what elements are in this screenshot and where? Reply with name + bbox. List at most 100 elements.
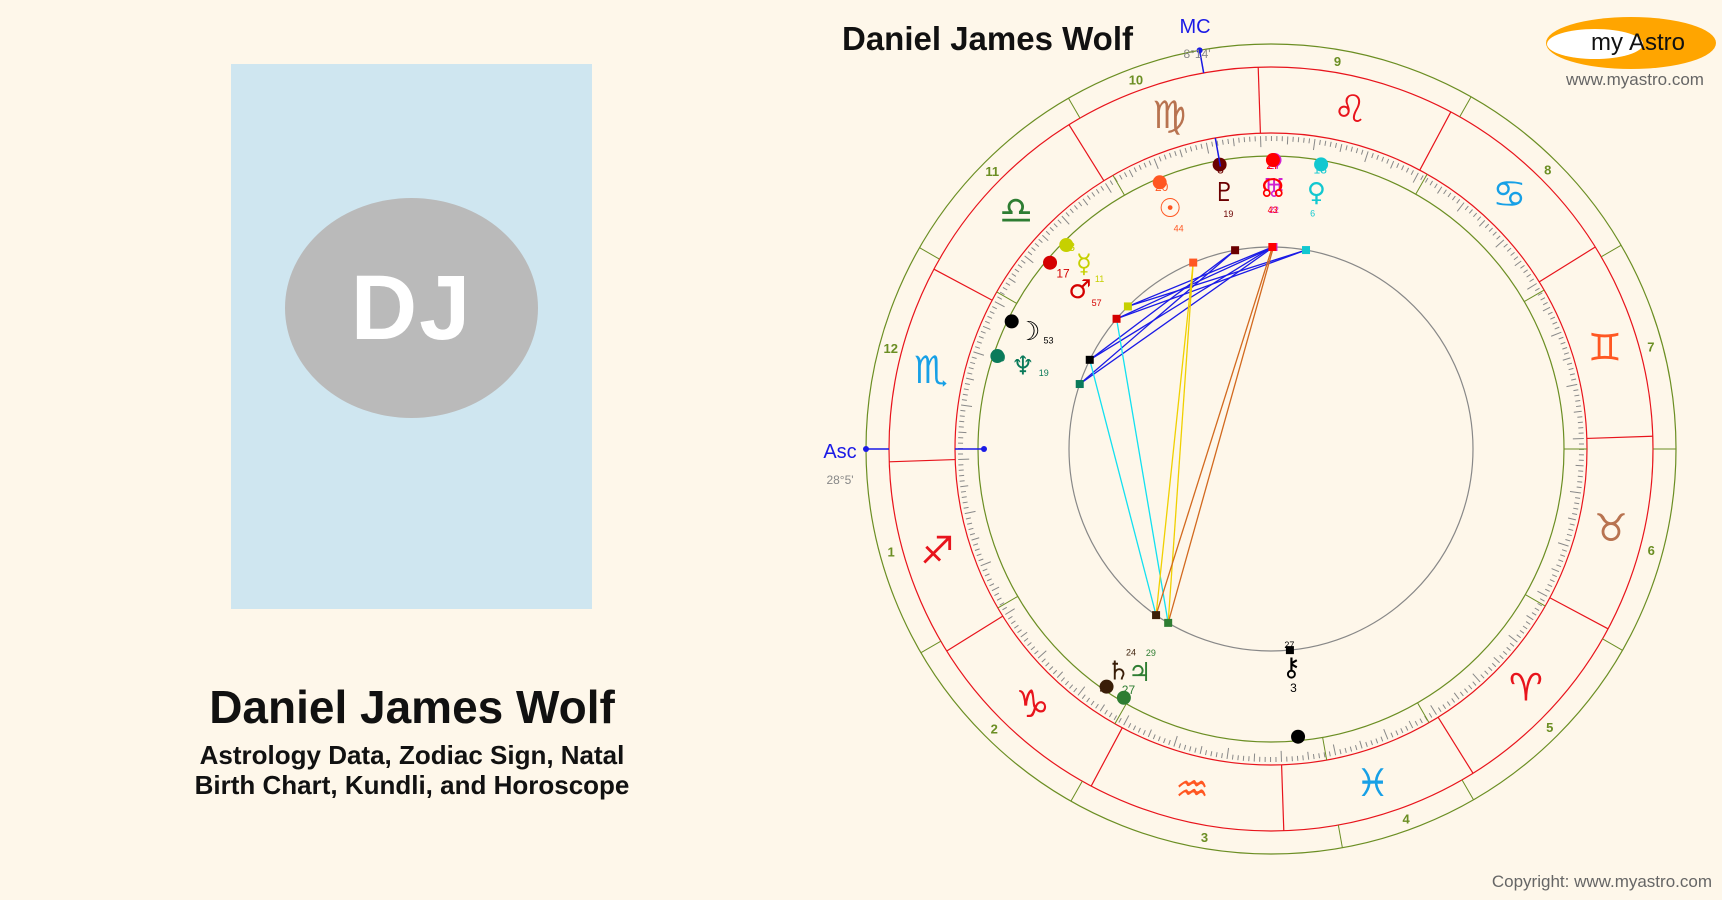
sign-boundary	[1090, 727, 1123, 787]
house-cusp-inner	[996, 291, 1017, 304]
degree-tick	[1179, 149, 1183, 158]
moon-icon: ☽	[1017, 317, 1040, 347]
degree-tick	[1049, 666, 1054, 671]
degree-tick	[1560, 341, 1566, 345]
degree-tick	[1525, 621, 1531, 625]
degree-tick	[1537, 292, 1543, 296]
aspect-point-neptune	[1075, 380, 1084, 389]
degree-tick	[1178, 743, 1182, 749]
degree-tick	[1027, 642, 1032, 647]
planet-dot-node	[1265, 153, 1280, 168]
zodiac-signs: ♈♉♊♋♌♍♎♏♐♑♒♓	[889, 67, 1653, 831]
degree-tick	[994, 301, 1005, 308]
sign-boundary	[1538, 246, 1596, 283]
degree-tick	[1007, 615, 1013, 620]
zodiac-gemini-icon: ♊	[1588, 325, 1622, 369]
degree-tick	[973, 543, 979, 546]
degree-tick	[1328, 751, 1331, 757]
subtitle-line-1: Astrology Data, Zodiac Sign, Natal	[199, 740, 625, 770]
degree-tick	[1453, 692, 1460, 700]
site-url[interactable]: www.myastro.com	[1566, 70, 1704, 89]
venus-minutes: 6	[1310, 209, 1315, 219]
zodiac-capricorn-icon: ♑	[1016, 682, 1050, 726]
degree-tick	[976, 341, 982, 344]
degree-tick	[1473, 212, 1478, 218]
degree-tick	[1491, 662, 1497, 668]
degree-tick	[1221, 753, 1223, 759]
degree-tick	[1031, 247, 1036, 252]
aspect-sextile	[1116, 246, 1274, 320]
degree-tick	[982, 325, 991, 330]
degree-tick	[1137, 727, 1141, 733]
degree-tick	[1542, 306, 1551, 312]
degree-tick	[1355, 148, 1359, 154]
degree-tick	[1565, 538, 1571, 542]
degree-tick	[997, 296, 1003, 300]
jupiter-degree: 27	[1122, 683, 1136, 697]
degree-tick	[1349, 746, 1353, 752]
degree-tick	[1547, 311, 1553, 315]
degree-tick	[1549, 579, 1555, 583]
degree-tick	[996, 597, 1002, 601]
aspect-sextile	[1089, 246, 1273, 361]
degree-tick	[1509, 642, 1515, 647]
zodiac-aquarius-icon: ♒	[1175, 767, 1209, 811]
degree-tick	[1400, 728, 1404, 734]
planet-dot-mars	[1043, 255, 1058, 270]
house-cusp-outer	[919, 247, 940, 260]
degree-tick	[1152, 734, 1156, 740]
aspect-sextile	[1127, 249, 1307, 308]
degree-tick	[1061, 215, 1070, 225]
degree-tick	[1526, 615, 1534, 621]
aspect-point-sun	[1189, 258, 1198, 267]
degree-tick	[1531, 612, 1537, 616]
asc-degree: 28°5'	[826, 473, 853, 487]
degree-tick	[1496, 235, 1501, 240]
degree-tick	[1023, 637, 1029, 642]
mc-label: MC	[1179, 16, 1210, 38]
mc-line	[1198, 50, 1205, 74]
logo-text-my: my	[1591, 29, 1623, 56]
degree-tick	[1376, 154, 1379, 160]
subtitle-line-2: Birth Chart, Kundli, and Horoscope	[194, 770, 630, 800]
degree-tick	[1395, 730, 1399, 736]
degree-tick	[1163, 738, 1166, 744]
sign-boundary	[1068, 124, 1105, 182]
degree-tick	[1237, 755, 1239, 761]
aspect-square	[1089, 359, 1157, 616]
degree-tick	[960, 485, 969, 488]
degree-tick	[1558, 559, 1564, 563]
asc-label: Asc	[823, 441, 856, 463]
planet-dot-venus	[1314, 157, 1329, 172]
degree-tick	[1045, 662, 1050, 667]
degree-tick	[1042, 234, 1049, 242]
degree-tick	[1344, 747, 1347, 753]
degree-tick	[1014, 268, 1020, 273]
degree-tick	[1011, 273, 1017, 277]
house-cusp-inner	[1417, 702, 1430, 723]
degree-tick	[1095, 703, 1099, 709]
degree-tick	[971, 537, 980, 541]
degree-tick	[1037, 650, 1047, 659]
degree-tick	[1231, 754, 1234, 760]
sign-boundary	[1257, 67, 1262, 134]
degree-tick	[1401, 165, 1405, 171]
degree-tick	[1189, 746, 1192, 752]
degree-tick	[1339, 749, 1342, 755]
myastro-logo[interactable]: my Astro	[1545, 16, 1717, 70]
pluto-minutes: 19	[1223, 209, 1233, 219]
degree-tick	[987, 315, 993, 319]
degree-tick	[982, 568, 988, 572]
degree-tick	[1118, 717, 1122, 723]
degree-tick	[1091, 192, 1096, 197]
house-cusp-inner	[1415, 173, 1428, 195]
degree-tick	[1143, 162, 1147, 168]
mars-minutes: 57	[1092, 298, 1102, 308]
degree-tick	[1488, 666, 1493, 671]
degree-tick	[1215, 752, 1218, 758]
asc-dot	[863, 446, 869, 452]
degree-tick	[1005, 282, 1011, 286]
degree-tick	[1534, 607, 1540, 612]
planet-dot-moon	[1004, 314, 1019, 329]
degree-tick	[1492, 231, 1497, 236]
